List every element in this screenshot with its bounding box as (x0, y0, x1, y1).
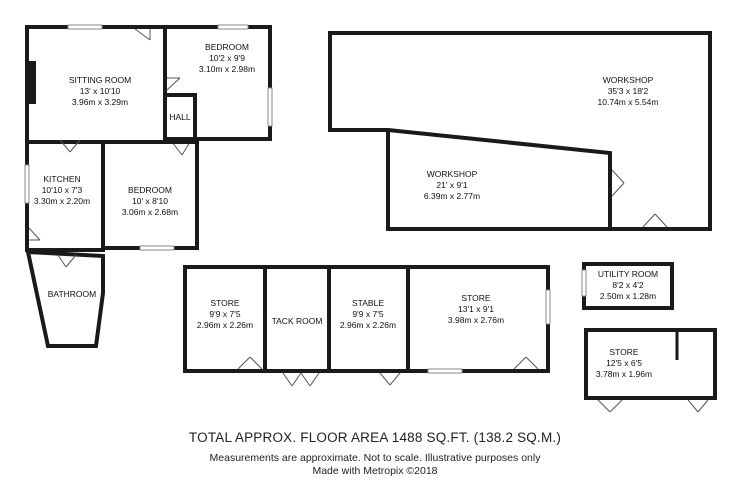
bedroom-1-top-window (217, 24, 249, 30)
kitchen-door (28, 227, 41, 241)
utility-block (581, 262, 674, 310)
metropix-credit: Made with Metropix ©2018 (312, 465, 438, 477)
store-2-imperial: 13'1 x 9'1 (458, 304, 494, 314)
kitchen-metric: 3.30m x 2.20m (34, 196, 90, 206)
store-3-door-left (597, 399, 623, 413)
tack-room-door (282, 372, 320, 387)
workshop-2-name: WORKSHOP (427, 169, 478, 179)
bedroom-2-walls (103, 140, 199, 250)
store-3-metric: 3.78m x 1.96m (596, 369, 652, 379)
utility-room-name: UTILITY ROOM (598, 269, 658, 279)
store-1-imperial: 9'9 x 7'5 (209, 309, 240, 319)
house-block (24, 24, 273, 348)
bedroom-1-door (166, 77, 181, 91)
workshop-1-metric: 10.74m x 5.54m (598, 97, 659, 107)
store-2-metric: 3.98m x 2.76m (448, 315, 504, 325)
workshop-inner-door (611, 169, 625, 197)
store-3-imperial: 12'5 x 6'5 (606, 358, 642, 368)
tack-room-name: TACK ROOM (272, 316, 323, 326)
workshop-2-metric: 6.39m x 2.77m (424, 191, 480, 201)
store-2-bottom-window (427, 368, 463, 374)
bedroom-1-metric: 3.10m x 2.98m (199, 64, 255, 74)
store-1-door (237, 356, 263, 370)
kitchen-imperial: 10'10 x 7'3 (42, 185, 83, 195)
sitting-room-imperial: 13' x 10'10 (80, 86, 121, 96)
store-3-walls (584, 328, 717, 400)
floor-plan: SITTING ROOM 13' x 10'10 3.96m x 3.29m B… (24, 24, 717, 413)
utility-room-metric: 2.50m x 1.28m (600, 291, 656, 301)
bedroom-2-imperial: 10' x 8'10 (132, 196, 168, 206)
utility-room-imperial: 8'2 x 4'2 (612, 280, 643, 290)
sitting-room-metric: 3.96m x 3.29m (72, 97, 128, 107)
kitchen-window (24, 164, 30, 204)
workshop-outer-door (642, 213, 668, 228)
hall-door (171, 141, 191, 156)
sitting-room-name: SITTING ROOM (69, 75, 131, 85)
bathroom-walls (25, 249, 105, 348)
store-1-name: STORE (210, 298, 239, 308)
workshop-2-imperial: 21' x 9'1 (436, 180, 467, 190)
stable-door (379, 372, 401, 386)
workshop-block (328, 31, 712, 231)
outbuildings-block (183, 265, 551, 387)
bathroom-door (57, 254, 77, 268)
workshop-1-name: WORKSHOP (603, 75, 654, 85)
bedroom-1-window (267, 87, 273, 127)
store-2-name: STORE (461, 293, 490, 303)
measurement-disclaimer: Measurements are approximate. Not to sca… (209, 452, 541, 464)
bedroom-1-name: BEDROOM (205, 42, 249, 52)
bathroom-name: BATHROOM (48, 289, 96, 299)
sitting-room-door (134, 28, 151, 41)
store-3-block (584, 328, 717, 413)
workshop-1-imperial: 35'3 x 18'2 (608, 86, 649, 96)
fireplace (26, 61, 36, 104)
workshop-main-walls (328, 31, 712, 231)
stable-imperial: 9'9 x 7'5 (352, 309, 383, 319)
workshop-second-walls (386, 130, 610, 231)
sitting-room-lower-door (59, 139, 81, 153)
bedroom-2-metric: 3.06m x 2.68m (122, 207, 178, 217)
store-2-door (513, 356, 539, 370)
stable-name: STABLE (352, 298, 384, 308)
utility-room-window (581, 269, 587, 297)
store-1-metric: 2.96m x 2.26m (197, 320, 253, 330)
store-2-window (545, 289, 551, 325)
stable-metric: 2.96m x 2.26m (340, 320, 396, 330)
sitting-room-window (67, 24, 103, 30)
kitchen-name: KITCHEN (43, 174, 80, 184)
total-floor-area: TOTAL APPROX. FLOOR AREA 1488 SQ.FT. (13… (188, 430, 562, 445)
bedroom-2-window (139, 245, 175, 251)
bedroom-2-name: BEDROOM (128, 185, 172, 195)
store-3-door-right (687, 399, 709, 413)
hall-walls (163, 93, 197, 139)
hall-name: HALL (169, 112, 191, 122)
bedroom-1-imperial: 10'2 x 9'9 (209, 53, 245, 63)
store-3-name: STORE (609, 347, 638, 357)
